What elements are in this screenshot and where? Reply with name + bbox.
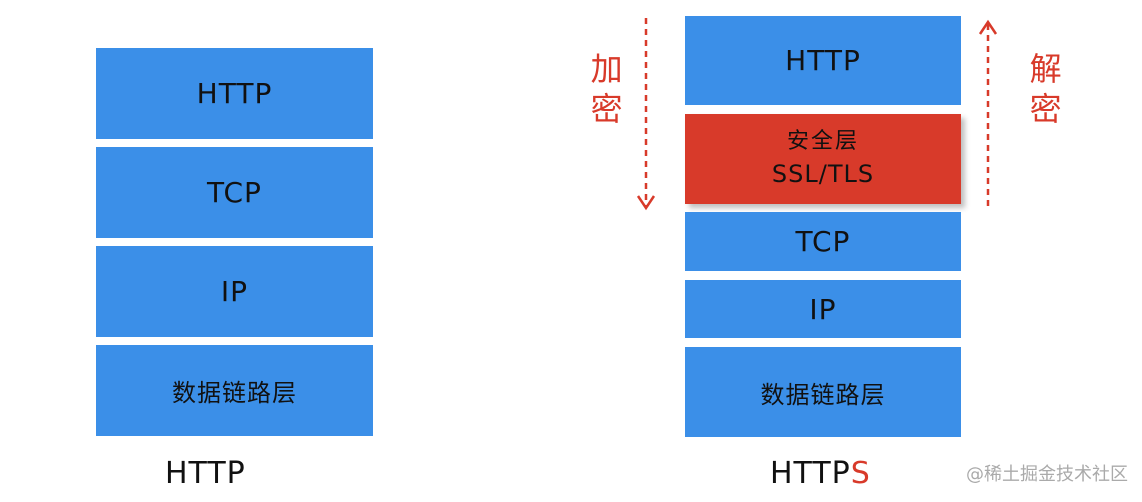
tcp-layer-left: TCP [96, 147, 373, 238]
layer-label: HTTP [196, 77, 273, 110]
tcp-layer-right: TCP [685, 212, 961, 271]
encrypt-label: 加密 [585, 52, 624, 132]
link-layer-right: 数据链路层 [685, 347, 961, 437]
encrypt-down-arrow [636, 18, 656, 211]
ip-layer-right: IP [685, 280, 961, 338]
http-layer-left: HTTP [96, 48, 373, 139]
layer-label: TCP [207, 176, 262, 209]
decrypt-label: 解密 [1024, 52, 1063, 132]
layer-label: IP [220, 275, 249, 308]
ip-layer-left: IP [96, 246, 373, 337]
http-layer-right: HTTP [685, 16, 961, 105]
layer-label: IP [809, 292, 837, 326]
security-layer-title: 安全层 [786, 128, 859, 154]
layer-label: 数据链路层 [172, 379, 297, 407]
left-caption: HTTP [165, 456, 246, 491]
decrypt-up-arrow [978, 19, 998, 210]
right-caption: HTTPS [770, 456, 871, 491]
security-layer-protocol: SSL/TLS [771, 159, 875, 188]
right-caption-main: HTTP [770, 456, 851, 491]
layer-label: TCP [795, 225, 851, 258]
right-caption-suffix: S [850, 456, 871, 491]
layer-label: 数据链路层 [760, 380, 886, 409]
watermark-text: @稀土掘金技术社区 [966, 464, 1128, 485]
security-layer: 安全层 SSL/TLS [685, 114, 961, 204]
layer-label: HTTP [785, 44, 861, 77]
link-layer-left: 数据链路层 [96, 345, 373, 436]
